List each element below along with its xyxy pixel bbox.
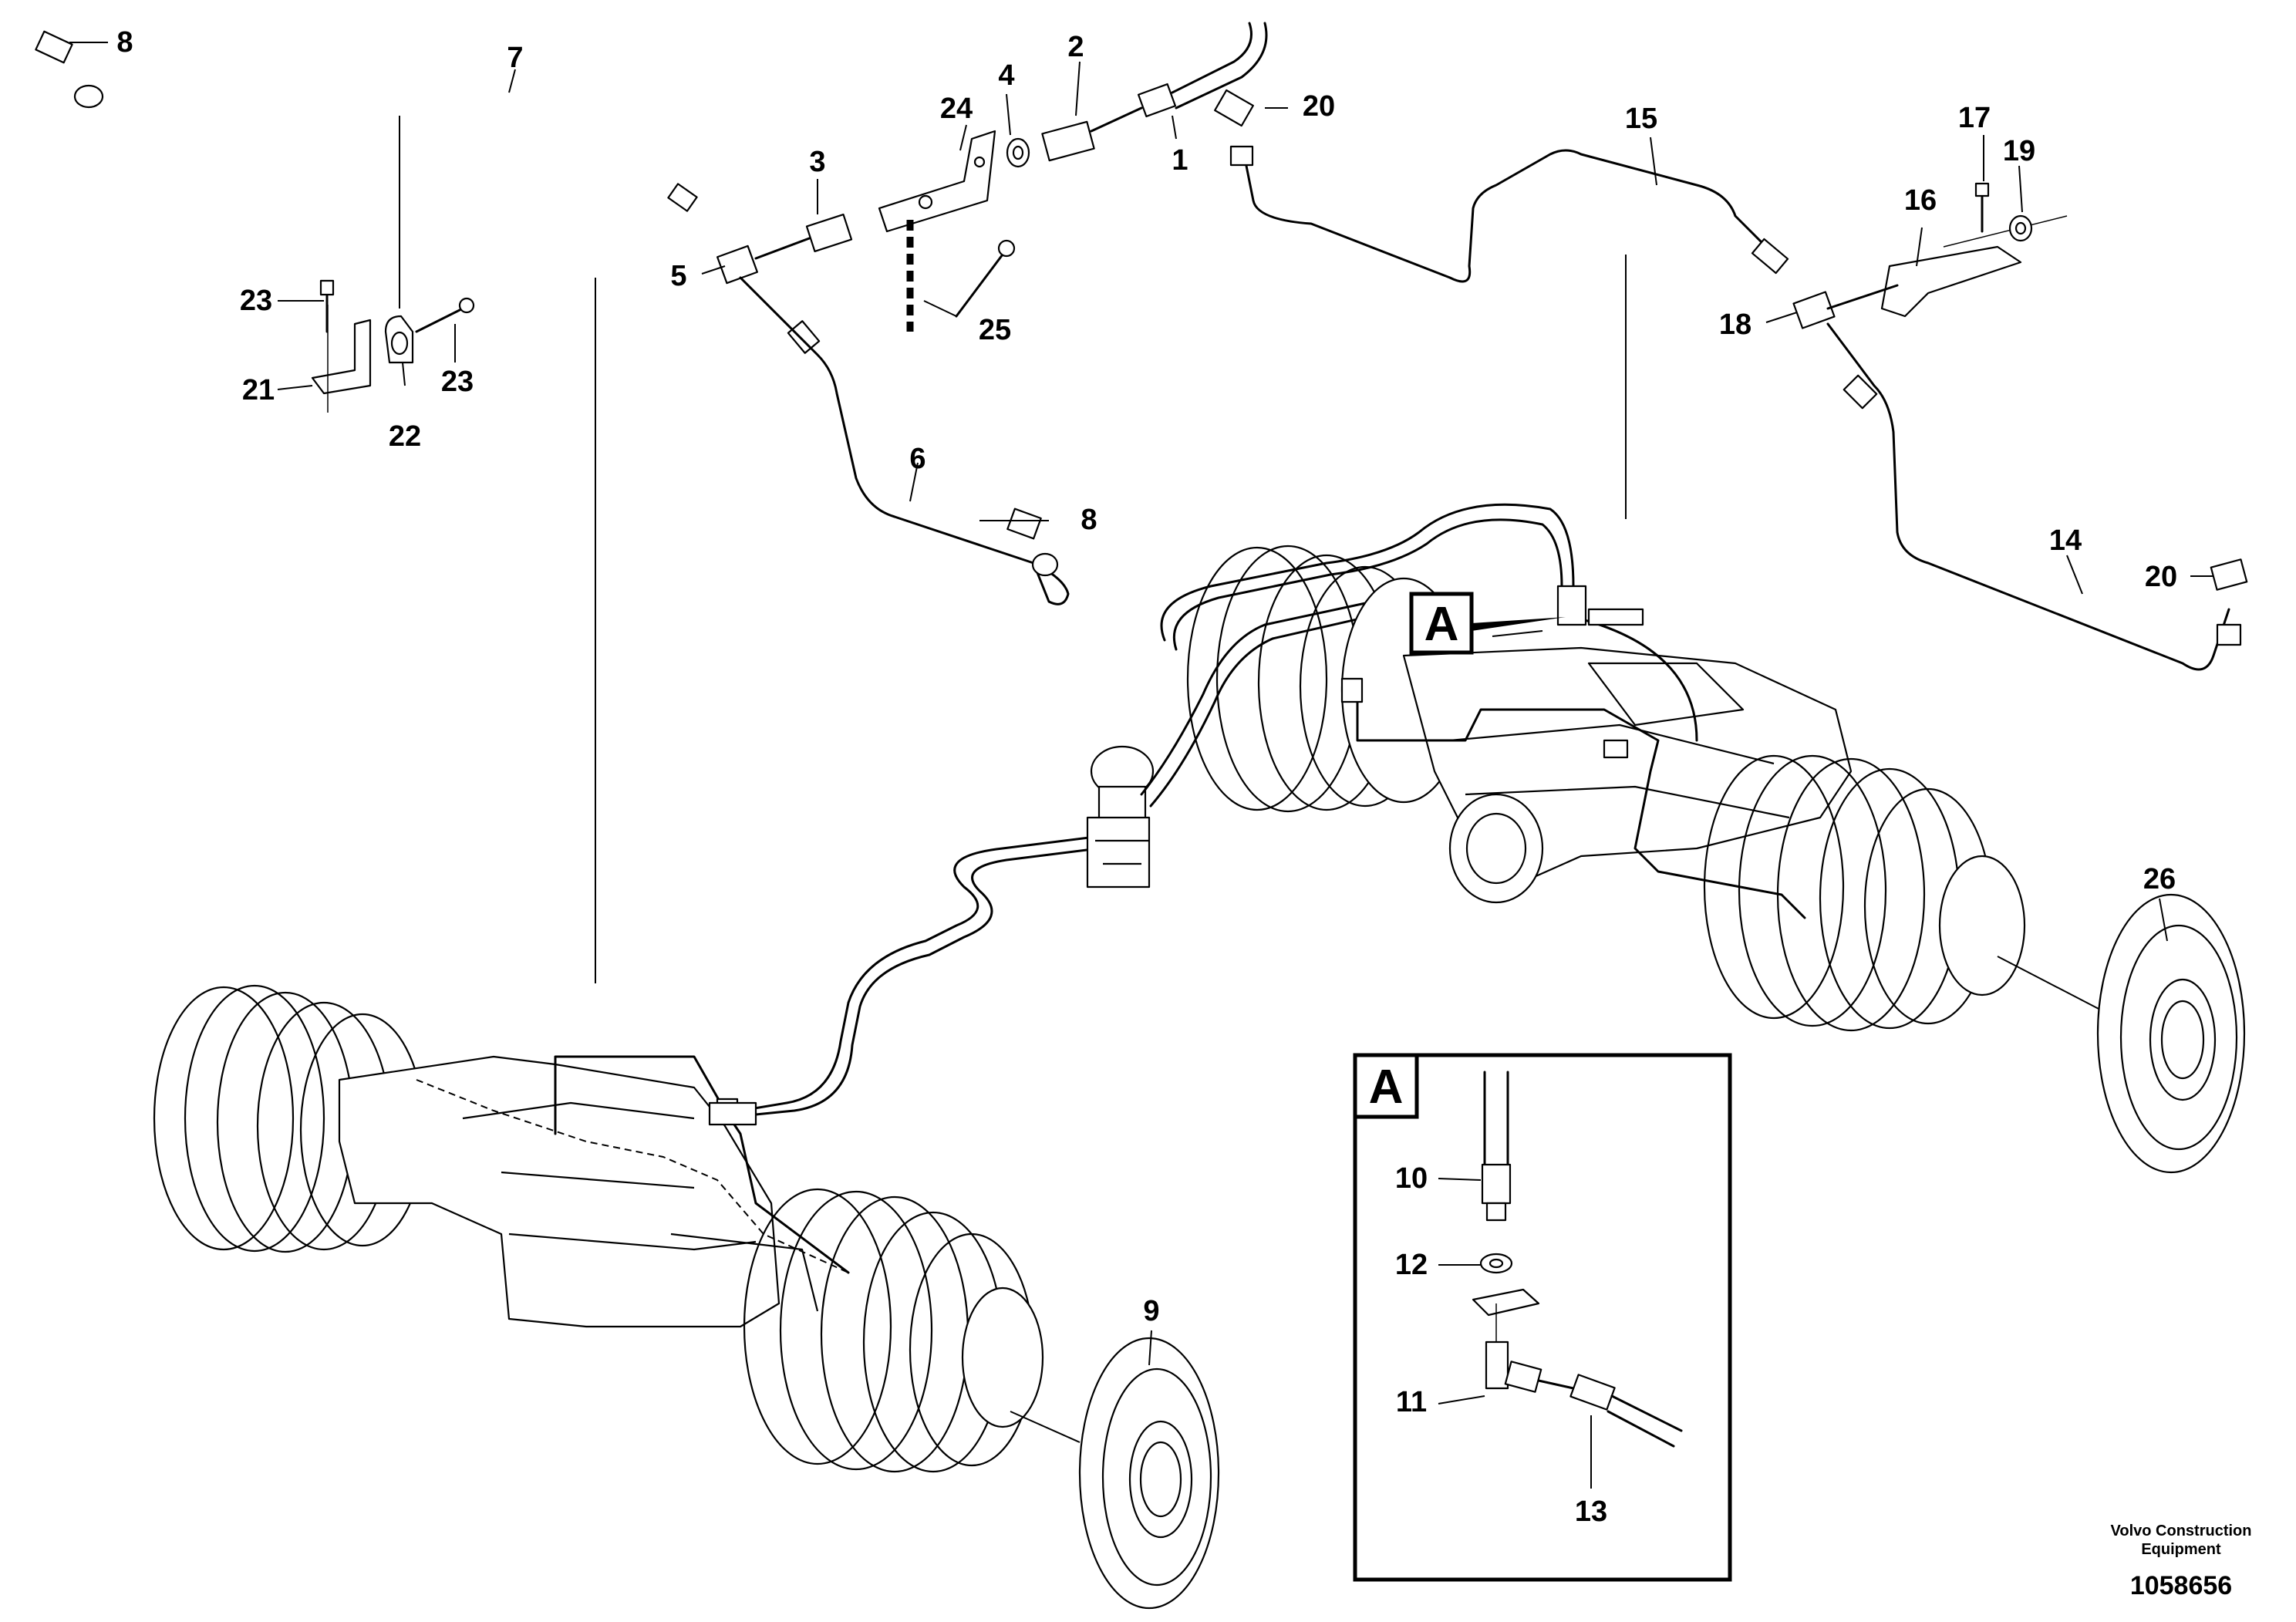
label-part-15: 15: [1625, 103, 1657, 135]
label-part-4: 4: [998, 59, 1014, 92]
brake-accumulator: [1086, 745, 1155, 889]
label-part-9: 9: [1143, 1295, 1159, 1327]
label-part-25: 25: [979, 314, 1011, 346]
front-axle: [153, 984, 1220, 1610]
elbow-fitting-8-top: [35, 30, 104, 109]
adapter-2: [1041, 106, 1143, 162]
label-part-26: 26: [2143, 863, 2176, 895]
union-fitting-3: [754, 214, 853, 260]
bracket-24: [878, 130, 996, 332]
wheel-rim-rear: [2096, 893, 2246, 1174]
brake-pipe-14: [1826, 322, 2230, 671]
hose-1: [1137, 22, 1268, 118]
bracket-21: [311, 305, 372, 413]
label-part-23-right: 23: [441, 366, 474, 398]
brake-pipe-6: [739, 276, 1070, 605]
detail-callout: A: [1409, 592, 1566, 655]
label-part-10: 10: [1395, 1162, 1428, 1195]
elbow-fitting-20-top: [1214, 89, 1254, 167]
label-part-11: 11: [1396, 1386, 1427, 1418]
label-part-5: 5: [670, 260, 686, 292]
detail-callout-label: A: [1424, 598, 1459, 651]
brand-line-2: Equipment: [2141, 1541, 2221, 1558]
label-part-2: 2: [1067, 31, 1084, 63]
label-part-8-top: 8: [116, 26, 133, 59]
bolt-25: [955, 239, 1016, 318]
label-part-22: 22: [389, 420, 421, 453]
wheel-rim-front: [1078, 1337, 1220, 1610]
label-part-7: 7: [507, 42, 523, 74]
detail-inset: A: [1353, 1053, 1732, 1582]
brand-line-1: Volvo Construction: [2111, 1523, 2252, 1539]
nut-19: [2008, 214, 2033, 242]
elbow-fitting-20-right: [2210, 558, 2248, 646]
label-part-6: 6: [909, 443, 925, 475]
washer-4: [1006, 137, 1030, 168]
label-part-13: 13: [1575, 1496, 1607, 1528]
clamp-22: [384, 315, 414, 364]
tee-fitting-5: [667, 183, 821, 354]
label-part-20-top: 20: [1303, 90, 1335, 123]
label-part-17: 17: [1958, 102, 1991, 134]
front-hose-fitting: [708, 1101, 757, 1126]
brake-pipe-15: [1244, 149, 1775, 283]
label-part-3: 3: [809, 146, 825, 178]
label-part-21: 21: [242, 374, 275, 406]
elbow-fitting-8-mid: [1006, 508, 1059, 577]
label-part-24: 24: [940, 93, 973, 125]
label-part-8-mid: 8: [1081, 504, 1097, 536]
label-part-1: 1: [1172, 144, 1188, 177]
label-part-12: 12: [1395, 1249, 1428, 1281]
tee-fitting-18: [1751, 238, 1878, 410]
label-part-16: 16: [1904, 184, 1937, 217]
bolt-23-right: [415, 297, 475, 333]
bolt-17: [1974, 182, 1990, 233]
bolt-23-left: [319, 279, 335, 333]
part-labels: 8 7 2 4 24 3 1 20 15 17 19 16 18 5 25 23…: [116, 26, 2177, 1528]
document-number: 1058656: [2130, 1571, 2232, 1600]
detail-inset-title: A: [1369, 1061, 1404, 1114]
label-part-23-left: 23: [240, 285, 272, 317]
leader-lines: [69, 42, 2213, 1366]
brake-pipe-7: [83, 90, 681, 236]
footer: Volvo Construction Equipment 1058656: [2111, 1523, 2252, 1600]
label-part-19: 19: [2003, 135, 2035, 167]
label-part-14: 14: [2049, 524, 2082, 557]
label-part-20-right: 20: [2145, 561, 2177, 593]
label-part-18: 18: [1719, 309, 1752, 341]
rear-axle: [1186, 545, 2246, 1174]
